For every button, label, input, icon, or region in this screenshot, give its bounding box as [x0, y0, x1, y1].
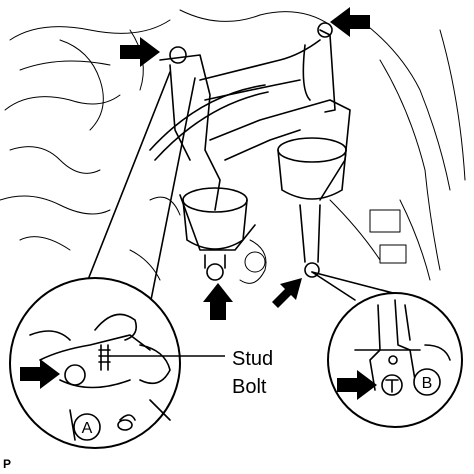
stud-bolt-label-line1: Stud — [232, 348, 273, 370]
bolt-icon-detail-b — [381, 374, 403, 396]
arrow-icon-detail-b — [337, 370, 377, 400]
arrow-icon-detail-a — [20, 359, 60, 389]
circle-letter-icon-a: A — [73, 413, 101, 441]
arrow-icon-top-left — [120, 37, 160, 67]
stud-bolt-icon — [64, 344, 111, 386]
arrow-icon-bottom-center — [203, 283, 233, 320]
detail-b-label: B — [422, 375, 433, 392]
circle-letter-icon-b: B — [413, 368, 441, 396]
stud-bolt-callout: Stud Bolt — [110, 348, 273, 398]
engine-background-linework — [0, 9, 466, 284]
corner-code-label: P — [3, 457, 11, 471]
component-assembly — [149, 22, 351, 281]
detail-circle-b — [327, 292, 463, 428]
stud-bolt-label-line2: Bolt — [232, 376, 267, 398]
arrow-icon-bottom-right — [272, 278, 302, 308]
detail-a-label: A — [82, 420, 93, 437]
detail-leader-lines — [79, 71, 421, 306]
detail-circle-a — [9, 277, 181, 449]
arrow-icon-top-right — [330, 7, 370, 37]
